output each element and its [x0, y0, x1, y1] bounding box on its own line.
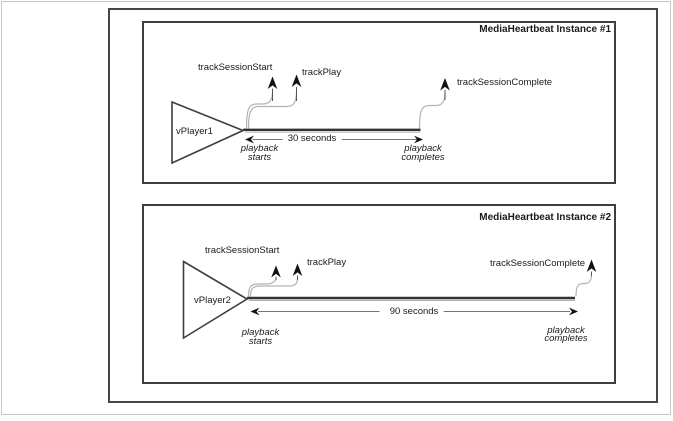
playback-completes-label-2: playback completes: [544, 324, 588, 344]
playback-completes-label-1: playback completes: [401, 143, 445, 163]
playback-starts-label-2: playback starts: [241, 327, 280, 347]
play-curve-1: [247, 90, 298, 129]
player1-triangle-icon: [171, 100, 246, 165]
media-heartbeat-panel-2: [142, 204, 616, 384]
measure-right-arrow-icon-2: [569, 307, 578, 316]
playback-starts-line2-2: starts: [248, 335, 273, 347]
track-session-complete-label-2: trackSessionComplete: [490, 257, 586, 269]
measure-right-arrow-icon-1: [414, 135, 423, 144]
play-curve-2: [249, 277, 299, 297]
session-complete-curve-2: [575, 273, 593, 297]
session-complete-curve-1: [418, 92, 446, 129]
measure-left-arrow-icon-1: [245, 135, 254, 144]
session-start-curve-1: [245, 91, 274, 129]
duration-label-2: 90 seconds: [384, 306, 444, 317]
playback-completes-line1-1: playback: [404, 143, 442, 154]
session-start-arrow-icon-1: [267, 76, 278, 89]
track-play-label-1: trackPlay: [302, 67, 342, 78]
track-session-complete-label-1: trackSessionComplete: [457, 76, 553, 88]
playback-completes-line2-1: completes: [401, 151, 445, 163]
measure-left-arrow-icon-2: [250, 307, 260, 316]
player-1-label: vPlayer1: [176, 126, 213, 137]
play-arrow-icon-1: [291, 74, 302, 87]
track-session-start-label-1: trackSessionStart: [198, 62, 273, 73]
playback-starts-line2-1: starts: [247, 151, 272, 163]
duration-label-1: 30 seconds: [282, 134, 342, 144]
session-start-arrow-icon-2: [271, 265, 281, 278]
media-heartbeat-panel-1: [142, 21, 616, 184]
play-arrow-icon-2: [292, 263, 303, 276]
playback-starts-label-1: playback starts: [240, 143, 279, 163]
session-complete-arrow-icon-1: [440, 78, 450, 91]
playback-completes-line2-2: completes: [544, 333, 588, 344]
panel-1-title: MediaHeartbeat Instance #1: [479, 24, 611, 35]
panel-2-title: MediaHeartbeat Instance #2: [479, 212, 611, 223]
session-start-curve-2: [247, 277, 277, 297]
player-2-label: vPlayer2: [194, 294, 231, 306]
playback-starts-line1-1: playback: [240, 143, 279, 154]
track-session-start-label-2: trackSessionStart: [205, 245, 280, 256]
playback-starts-line1-2: playback: [241, 327, 280, 338]
track-play-label-2: trackPlay: [307, 256, 347, 268]
player2-triangle-icon: [182, 260, 249, 340]
session-complete-arrow-icon-2: [586, 259, 597, 272]
playback-completes-line1-2: playback: [547, 324, 585, 336]
